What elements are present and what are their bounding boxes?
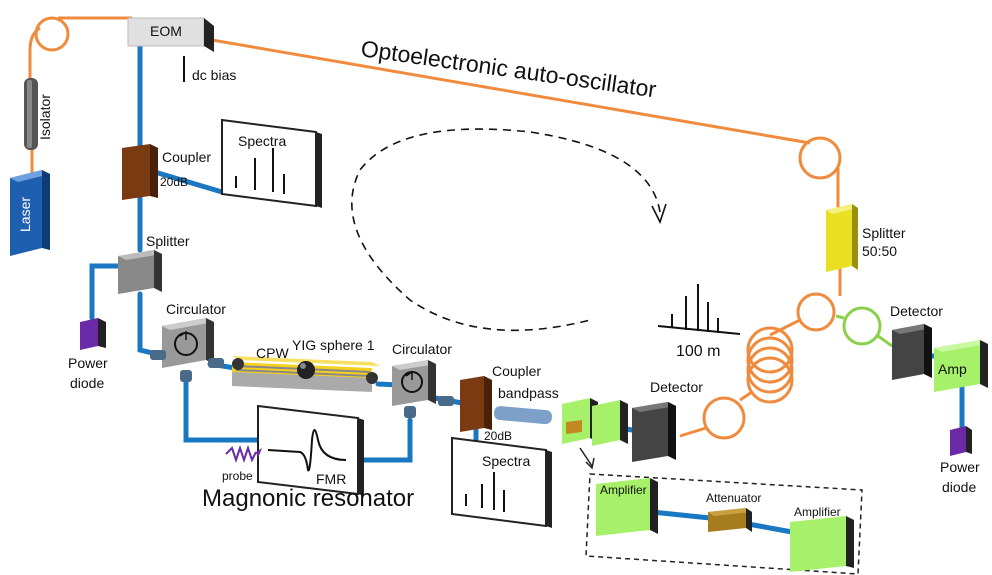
power-diode-left: Power diode: [68, 318, 108, 391]
optical-fiber: [28, 16, 842, 440]
circulator-left: Circulator: [150, 301, 226, 382]
amp-label: Amp: [938, 361, 967, 377]
fiber-length-icon: [657, 284, 741, 335]
amp-right: Amp: [934, 340, 988, 392]
cpw-label: CPW: [256, 345, 289, 361]
yig-label: YIG sphere 1: [292, 337, 375, 353]
isolator: Isolator: [24, 78, 53, 150]
coupler-mid-label: Coupler: [492, 363, 541, 379]
splitter-right: Splitter 50:50: [826, 204, 906, 272]
splitter-left-label: Splitter: [146, 233, 190, 249]
coupler-top-db: 20dB: [160, 175, 188, 189]
spectra-mid-panel: Spectra: [451, 436, 552, 528]
eom: EOM dc bias: [127, 17, 236, 83]
probe: probe: [222, 444, 262, 483]
circulator-right-label: Circulator: [392, 341, 452, 357]
circulator-right: Circulator: [392, 341, 454, 418]
detector-right-label: Detector: [890, 303, 943, 319]
eom-label: EOM: [150, 23, 182, 39]
fmr-label: FMR: [316, 471, 346, 487]
circulation-arrow: [351, 128, 667, 332]
circulator-left-label: Circulator: [166, 301, 226, 317]
probe-label: probe: [222, 469, 253, 483]
power-diode-right-label-1: Power: [940, 459, 980, 475]
amplifier-chain-inset: Amplifier Attenuator Amplifier: [579, 447, 863, 575]
splitter-right-label-1: Splitter: [862, 225, 906, 241]
coupler-top: Coupler 20dB: [122, 144, 211, 200]
isolator-label: Isolator: [37, 94, 53, 140]
fmr-panel: FMR: [257, 404, 364, 496]
laser-label: Laser: [17, 197, 33, 232]
detector-mid: Detector: [632, 379, 703, 462]
coupler-mid-db: 20dB: [484, 429, 512, 443]
fiber-length-label: 100 m: [676, 343, 720, 360]
inset-amplifier-1-label: Amplifier: [600, 483, 647, 497]
subtitle: Magnonic resonator: [202, 485, 414, 512]
spectra-mid-label: Spectra: [482, 453, 530, 469]
power-diode-right: Power diode: [940, 426, 980, 495]
bandpass-filter: bandpass: [493, 385, 559, 425]
detector-mid-label: Detector: [650, 379, 703, 395]
power-diode-left-label-2: diode: [70, 375, 104, 391]
splitter-left: Splitter: [118, 233, 190, 294]
power-diode-left-label-1: Power: [68, 355, 108, 371]
amplifier-pair: [562, 398, 628, 446]
splitter-right-label-2: 50:50: [862, 243, 897, 259]
inset-attenuator-label: Attenuator: [706, 491, 761, 505]
dc-bias-label: dc bias: [192, 67, 236, 83]
power-diode-right-label-2: diode: [942, 479, 976, 495]
coupler-mid: Coupler 20dB: [460, 363, 541, 443]
coupler-top-label: Coupler: [162, 149, 211, 165]
spectra-top-label: Spectra: [238, 133, 286, 149]
yig-sphere: YIG sphere 1: [292, 337, 375, 379]
laser: Laser: [10, 170, 50, 256]
green-fiber: [835, 306, 893, 348]
spectra-top-panel: Spectra: [221, 118, 322, 208]
detector-right: Detector: [890, 303, 943, 380]
bandpass-label: bandpass: [498, 385, 559, 401]
inset-amplifier-2-label: Amplifier: [794, 505, 841, 519]
